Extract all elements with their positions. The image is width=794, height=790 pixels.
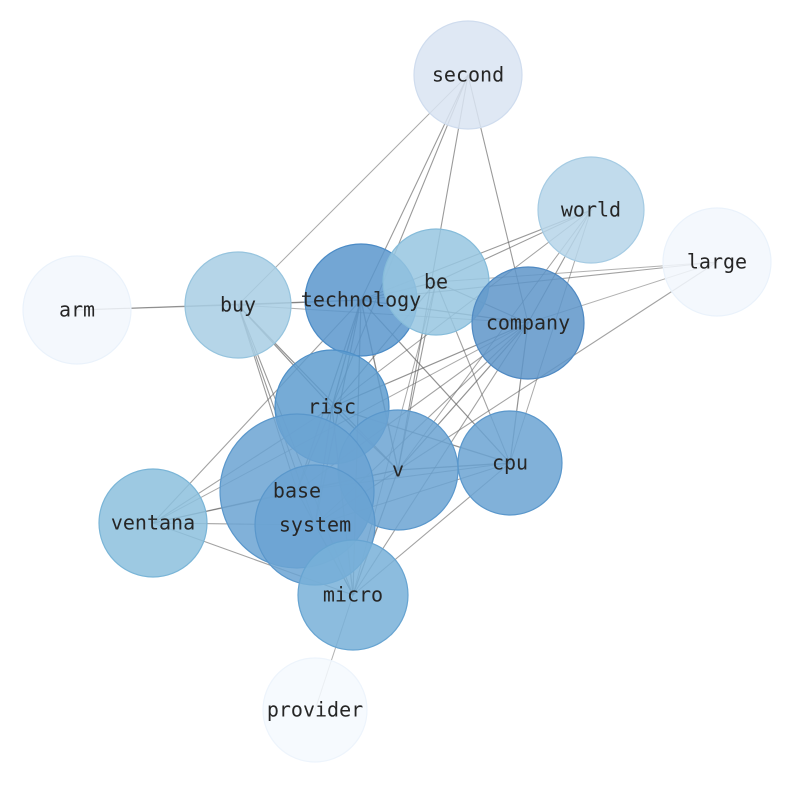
- graph-node-company[interactable]: [471, 266, 585, 380]
- graph-node-label-arm: arm: [59, 298, 95, 322]
- nodes-layer: [22, 20, 772, 763]
- graph-node-label-buy: buy: [220, 293, 256, 317]
- graph-node-label-technology: technology: [301, 288, 421, 312]
- graph-node-world[interactable]: [537, 156, 645, 264]
- graph-node-label-world: world: [561, 198, 621, 222]
- graph-node-label-large: large: [687, 250, 747, 274]
- graph-node-label-provider: provider: [267, 698, 363, 722]
- graph-node-arm[interactable]: [22, 255, 132, 365]
- graph-node-second[interactable]: [413, 20, 523, 130]
- graph-node-label-system: system: [279, 513, 351, 537]
- graph-node-large[interactable]: [662, 207, 772, 317]
- graph-node-buy[interactable]: [184, 251, 292, 359]
- graph-node-label-base: base: [273, 479, 321, 503]
- graph-node-label-ventana: ventana: [111, 511, 195, 535]
- graph-node-label-risc: risc: [308, 395, 356, 419]
- graph-node-ventana[interactable]: [98, 468, 208, 578]
- graph-node-label-company: company: [486, 311, 570, 335]
- graph-node-provider[interactable]: [262, 657, 368, 763]
- graph-node-label-cpu: cpu: [492, 451, 528, 475]
- graph-node-label-second: second: [432, 63, 504, 87]
- graph-node-label-micro: micro: [323, 583, 383, 607]
- graph-node-label-v: v: [392, 458, 404, 482]
- graph-node-label-be: be: [424, 270, 448, 294]
- graph-node-micro[interactable]: [297, 539, 409, 651]
